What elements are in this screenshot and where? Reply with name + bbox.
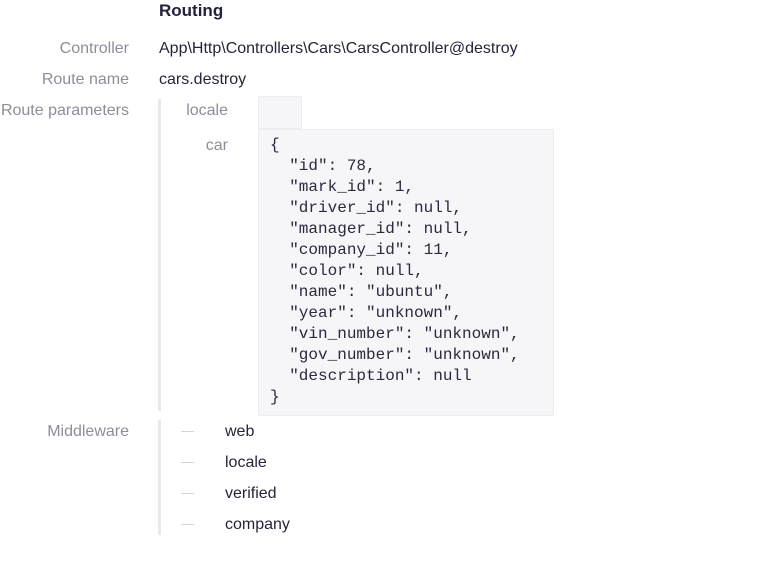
code-line: "color": null, bbox=[270, 262, 424, 280]
section-title: Routing bbox=[159, 1, 224, 20]
middleware-item: company bbox=[225, 516, 290, 533]
code-line: "mark_id": 1, bbox=[270, 178, 415, 196]
middleware-item: locale bbox=[225, 454, 267, 471]
route-parameters-label: Route parameters bbox=[0, 102, 129, 119]
route-name-value: cars.destroy bbox=[159, 71, 247, 88]
param-name-car: car bbox=[205, 137, 228, 154]
param-name-locale: locale bbox=[186, 102, 228, 119]
controller-label: Controller bbox=[59, 40, 129, 57]
code-line: } bbox=[270, 388, 280, 406]
param-value-car: { "id": 78, "mark_id": 1, "driver_id": n… bbox=[258, 129, 554, 416]
route-parameters-divider bbox=[158, 99, 161, 411]
code-line: "id": 78, bbox=[270, 157, 376, 175]
list-bullet-dash bbox=[181, 431, 194, 432]
param-value-locale: ru bbox=[258, 96, 302, 158]
code-line: "manager_id": null, bbox=[270, 220, 472, 238]
route-name-label: Route name bbox=[41, 71, 129, 88]
middleware-divider bbox=[158, 420, 161, 535]
middleware-label: Middleware bbox=[47, 423, 129, 440]
code-line: "driver_id": null, bbox=[270, 199, 463, 217]
middleware-item: web bbox=[225, 423, 255, 440]
code-line: "name": "ubuntu", bbox=[270, 283, 453, 301]
code-line: "year": "unknown", bbox=[270, 304, 463, 322]
list-bullet-dash bbox=[181, 462, 194, 463]
code-line: "vin_number": "unknown", bbox=[270, 325, 520, 343]
code-line: { bbox=[270, 136, 280, 154]
list-bullet-dash bbox=[181, 493, 194, 494]
controller-value: App\Http\Controllers\Cars\CarsController… bbox=[159, 40, 518, 57]
list-bullet-dash bbox=[181, 524, 194, 525]
code-line: "company_id": 11, bbox=[270, 241, 453, 259]
code-line: "gov_number": "unknown", bbox=[270, 346, 520, 364]
code-line: "description": null bbox=[270, 367, 472, 385]
middleware-item: verified bbox=[225, 485, 277, 502]
